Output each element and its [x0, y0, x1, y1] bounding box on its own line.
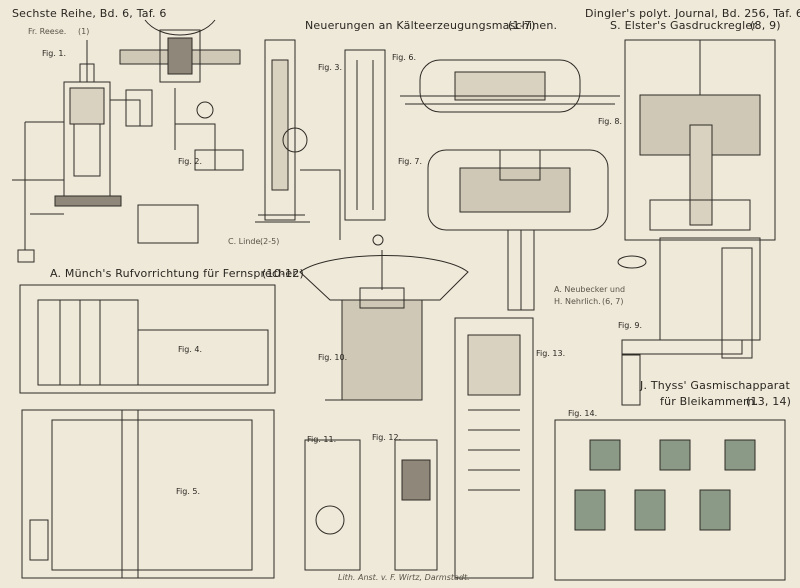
plate-title: Neuerungen an Kälteerzeugungsmaschinen.: [305, 19, 558, 32]
thyss-ref: (13, 14): [746, 395, 792, 408]
fig3-drawing: [255, 39, 386, 240]
reese-caption: Fr. Reese.: [28, 27, 67, 36]
elster-caption: S. Elster's Gasdruckregler.: [610, 19, 760, 32]
fig12-label: Fig. 12.: [372, 433, 402, 442]
fig10-drawing: [299, 250, 469, 401]
journal-label: Dingler's polyt. Journal, Bd. 256, Taf. …: [585, 7, 800, 20]
neubecker-line2: H. Nehrlich.: [554, 297, 601, 306]
imprint: Lith. Anst. v. F. Wirtz, Darmstadt.: [338, 573, 470, 582]
fig8-drawing: [624, 39, 776, 241]
fig8-label: Fig. 8.: [598, 117, 623, 126]
fig2-coil: [137, 204, 199, 244]
fig13-drawing: [454, 317, 534, 579]
fig3-label: Fig. 3.: [318, 63, 343, 72]
fig13-label: Fig. 13.: [536, 349, 566, 358]
fig6-7-drawing: [400, 59, 620, 311]
fig1-drawing: [12, 40, 153, 263]
fig6-label: Fig. 6.: [392, 53, 417, 62]
fig10-label: Fig. 10.: [318, 353, 348, 362]
fig11-12-drawing: [304, 439, 438, 571]
fig5-drawing: [21, 409, 275, 579]
reese-ref: (1): [78, 27, 90, 36]
neubecker-line1: A. Neubecker und: [554, 285, 626, 294]
fig2-label: Fig. 2.: [178, 157, 203, 166]
fig9-drawing: [617, 237, 761, 406]
linde-ref: (2-5): [260, 237, 280, 246]
fig1-label: Fig. 1.: [42, 49, 67, 58]
thyss-line1: J. Thyss' Gasmischapparat: [640, 379, 790, 392]
fig14-label: Fig. 14.: [568, 409, 598, 418]
thyss-line2: für Bleikammern.: [660, 395, 759, 408]
muench-caption: A. Münch's Rufvorrichtung für Fernsprech…: [50, 267, 300, 280]
elster-ref: (8, 9): [750, 19, 781, 32]
linde-caption: C. Linde.: [228, 237, 263, 246]
fig4-label: Fig. 4.: [178, 345, 203, 354]
fig2-drawing: [119, 19, 244, 171]
neubecker-ref: (6, 7): [602, 297, 624, 306]
series-label: Sechste Reihe, Bd. 6, Taf. 6: [12, 7, 167, 20]
plate-title-ref: (1-7): [508, 19, 536, 32]
muench-ref: (10-12): [262, 267, 304, 280]
fig5-label: Fig. 5.: [176, 487, 201, 496]
fig4-drawing: [19, 284, 276, 394]
fig14-drawing: [554, 419, 786, 581]
fig11-label: Fig. 11.: [307, 435, 337, 444]
fig7-label: Fig. 7.: [398, 157, 423, 166]
fig9-label: Fig. 9.: [618, 321, 643, 330]
